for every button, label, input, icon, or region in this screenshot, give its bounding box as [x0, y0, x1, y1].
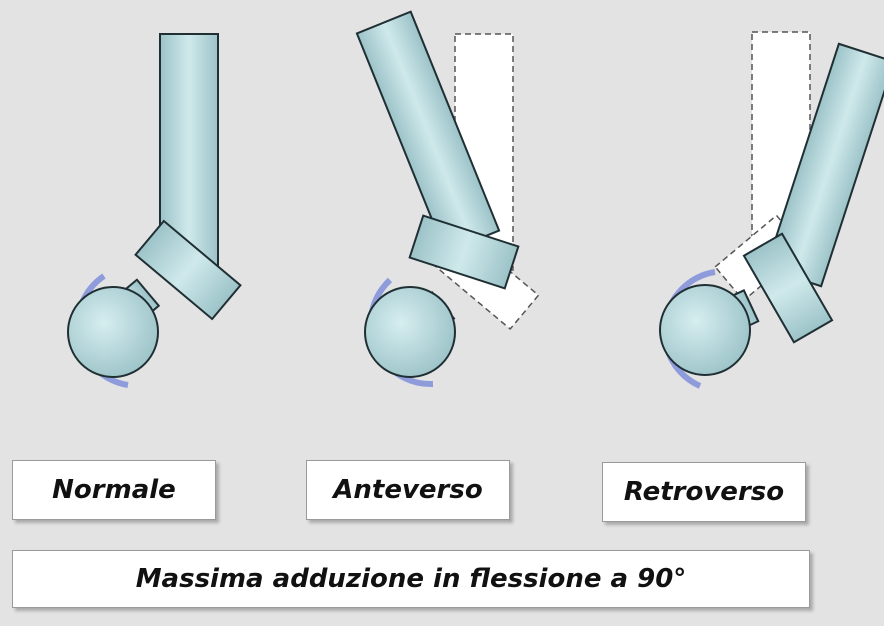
trochanter-block — [742, 232, 834, 344]
femoral-head — [364, 286, 456, 378]
label-retroverso: Retroverso — [602, 462, 806, 522]
femoral-head — [67, 286, 159, 378]
femoral-head — [659, 284, 751, 376]
femur-retroverso — [659, 31, 884, 389]
femur-normal — [67, 33, 242, 388]
trochanter-block — [134, 219, 242, 321]
trochanter-block — [408, 214, 520, 290]
label-anteverso: Anteverso — [306, 460, 510, 520]
femur-anteverso — [355, 10, 540, 388]
caption: Massima adduzione in flessione a 90° — [12, 550, 810, 608]
label-normale: Normale — [12, 460, 216, 520]
